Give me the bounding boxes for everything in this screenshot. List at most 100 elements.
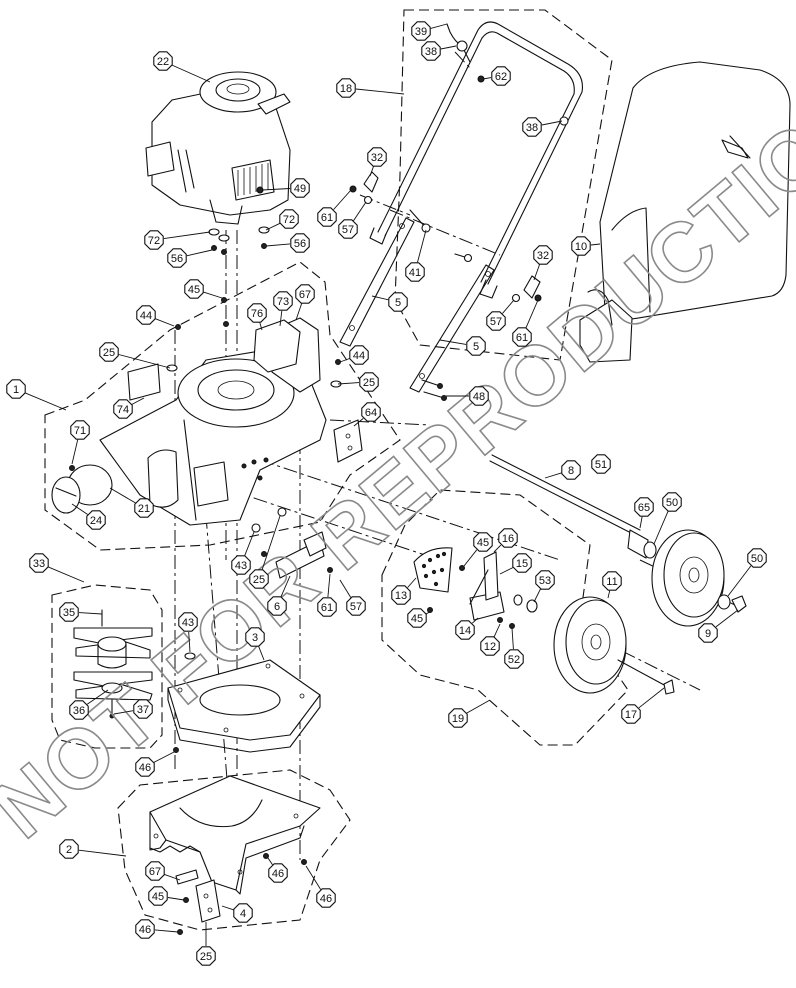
callout-22: 22 [153,51,211,83]
callout-octagon [359,372,379,392]
callout-leader-line [267,857,273,865]
callout-octagon [561,460,581,480]
callout-octagon [407,608,427,628]
callout-leader-line [163,231,211,240]
callout-45: 45 [463,532,493,567]
callout-octagon [533,245,553,265]
callout-leader-line [71,439,79,465]
callout-octagon [662,492,682,512]
handle-assembly [339,21,583,401]
callout-number: 19 [452,713,464,725]
callout-number: 8 [568,465,574,477]
callout-number: 72 [283,214,295,226]
callout-leader-line [466,699,491,714]
callout-8: 8 [544,460,581,480]
callout-number: 76 [251,308,263,320]
callout-number: 57 [342,224,354,236]
callout-number: 43 [235,560,247,572]
callout-octagon [698,623,718,643]
callout-number: 61 [321,212,333,224]
callout-number: 35 [63,607,75,619]
callout-leader-line [153,751,175,763]
callout-octagon [184,279,204,299]
callout-leader-line [280,575,291,597]
callout-leader-line [279,310,283,327]
callout-number: 9 [705,628,711,640]
callout-octagon [144,230,164,250]
callout-octagon [367,147,387,167]
callout-33: 33 [29,553,85,583]
callout-octagon [135,919,155,939]
callout-octagon [249,569,269,589]
callout-octagon [349,345,369,365]
callout-56: 56 [265,233,310,253]
callout-octagon [498,528,518,548]
callout-number: 61 [321,602,333,614]
callout-number: 14 [459,625,471,637]
callout-leader-line [369,166,374,177]
collection-bag [579,61,791,363]
callout-48: 48 [446,386,489,406]
callout-octagon [336,78,356,98]
callout-number: 50 [666,497,678,509]
callout-number: 24 [90,515,102,527]
callout-octagon [167,248,187,268]
callout-61: 61 [317,189,352,227]
callout-leader-line [164,873,181,881]
callout-leader-line [295,303,303,321]
callout-octagon [522,117,542,137]
callout-octagon [316,888,336,908]
callout-octagon [290,178,310,198]
callout-74: 74 [113,397,145,419]
callout-57: 57 [338,201,367,239]
callout-21: 21 [109,487,154,518]
callout-number: 48 [473,391,485,403]
callout-octagon [491,66,511,86]
callout-octagon [317,597,337,617]
callout-leader-line [305,865,322,890]
callout-number: 45 [188,284,200,296]
callout-50: 50 [653,492,682,545]
callout-number: 57 [490,316,502,328]
callout-octagon [6,379,26,399]
callout-octagon [486,311,506,331]
callout-leader-line [203,291,223,299]
callout-leader-line [244,531,255,556]
callout-25: 25 [99,342,171,369]
callout-43: 43 [178,612,198,653]
mounting-brackets [241,457,333,579]
callout-leader-line [154,929,179,933]
blade-assembly [73,609,153,719]
callout-38: 38 [421,41,457,61]
blade-group-outline-33 [51,584,163,749]
callout-45: 45 [184,279,223,299]
callout-leader-line [186,249,213,257]
callout-leader-line [155,318,175,327]
callout-leader-line [430,23,448,29]
callout-octagon [466,336,486,356]
callout-number: 36 [73,705,85,717]
callout-octagon [267,596,287,616]
callout-number: 25 [103,347,115,359]
callout-leader-line [113,710,134,715]
callout-octagon [113,399,133,419]
callout-number: 61 [516,332,528,344]
callout-13: 13 [391,577,417,605]
callout-16: 16 [493,528,518,553]
callout-leader-line [327,573,331,598]
group-outlines [44,9,629,931]
callout-octagon [602,571,622,591]
callout-leader-line [109,487,136,504]
callout-octagon [421,41,441,61]
callout-number: 52 [508,654,520,666]
callout-octagon [317,207,337,227]
callout-number: 10 [575,241,587,253]
callout-octagon [571,236,591,256]
callout-number: 51 [595,459,607,471]
callout-number: 13 [395,590,407,602]
callout-octagon [273,291,293,311]
callout-25: 25 [196,922,216,966]
callout-leader-line [425,611,431,615]
callout-37: 37 [113,699,153,719]
callout-73: 73 [273,291,293,327]
